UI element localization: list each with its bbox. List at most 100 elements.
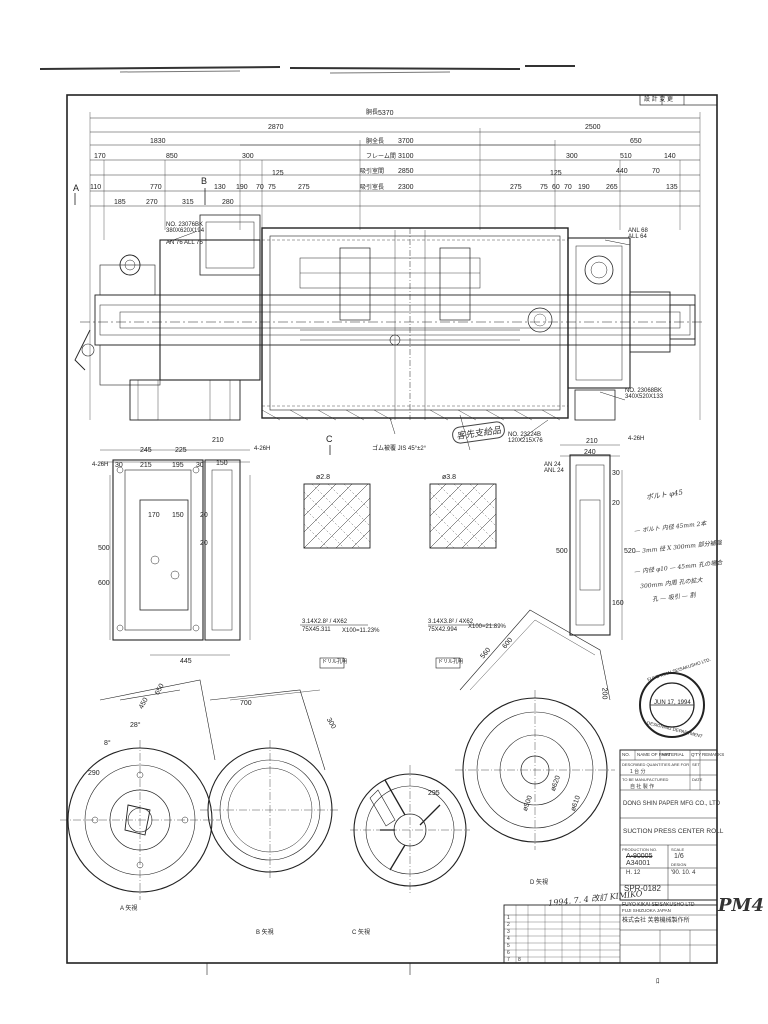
dim-275a: 275 xyxy=(298,184,310,191)
tb-col-remarks: REMARKS xyxy=(702,752,725,757)
tb-scale-label: SCALE xyxy=(671,847,685,852)
side-view-left xyxy=(100,449,251,656)
side-r-20: 20 xyxy=(612,500,620,507)
tb-row1b: 1 台 分 xyxy=(630,769,646,775)
dim-2850: 2850 xyxy=(398,168,414,175)
tb-col-material: MATERIAL xyxy=(662,752,685,757)
end-dim-700: 700 xyxy=(240,700,252,707)
side-r-500: 500 xyxy=(556,548,568,555)
tb-row2b: 自 社 製 作 xyxy=(630,784,655,790)
tb-row2-date: DATE xyxy=(692,777,703,782)
tb-production-no: A-90005 xyxy=(626,853,653,860)
end-dim-8: 8° xyxy=(104,740,111,747)
end-dim-295: 295 xyxy=(428,790,440,797)
dim-140: 140 xyxy=(664,153,676,160)
tb-company-jp: 株式会社 芙蓉機械製作所 xyxy=(622,918,690,924)
dim-row-label-1: 胴長 xyxy=(366,110,379,116)
revision-label: 設 計 変 更 xyxy=(644,97,674,103)
hole-note-1: ø2.8 xyxy=(316,474,331,481)
side-view-right xyxy=(560,444,623,640)
hole-calc-2: 3.14X3.8² / 4X62 75X42.994 xyxy=(428,619,474,633)
end-view-label-d: D 矢視 xyxy=(530,880,549,886)
paint-annotation: ゴム被覆 JIS 45°±2° xyxy=(372,446,427,452)
dim-75b: 75 xyxy=(540,184,548,191)
tb-drawing-no: SPR-0182 xyxy=(624,884,661,893)
rev-row-8: 8 xyxy=(518,957,521,963)
bearing-right-label: NO. 23068BK 340X520X133 xyxy=(625,388,664,400)
perforation-pattern-1 xyxy=(303,483,371,549)
bearing-left-label: NO. 23076BK 380X620X194 xyxy=(166,222,205,234)
end-view-label-b: B 矢視 xyxy=(256,930,274,936)
dim-440: 440 xyxy=(616,168,628,175)
tb-date-label: DESIGN xyxy=(671,862,687,867)
dim-125b: 125 xyxy=(550,170,562,177)
tb-row2: TO BE MANUFACTURED xyxy=(622,777,669,782)
hole-tag-1: ドリル孔明 xyxy=(322,659,348,665)
perforation-pattern-2 xyxy=(429,483,497,549)
dim-row-label-3: フレーム間 xyxy=(366,154,396,160)
side-dim-215: 215 xyxy=(140,462,152,469)
mid-dim-150: 150 xyxy=(216,460,228,467)
dim-2300: 2300 xyxy=(398,184,414,191)
side-dim-600: 600 xyxy=(98,580,110,587)
section-marker-a: A xyxy=(73,183,80,193)
dim-70c: 70 xyxy=(564,184,572,191)
tb-row1: DESCRIBED QUANTITIES ARE FOR xyxy=(622,762,690,767)
tb-customer: DONG SHIN PAPER MFG CO., LTD xyxy=(623,801,721,807)
hole-calc-1-result: X100=11.23% xyxy=(342,628,380,634)
side-dim-20a: 20 xyxy=(200,512,208,519)
tb-production-no-2: A34001 xyxy=(626,860,651,867)
bearing-mid-label: NO. 23224B 120X215X76 xyxy=(508,432,543,444)
company-stamp xyxy=(639,672,705,738)
dim-315: 315 xyxy=(182,199,194,206)
drawing-frame xyxy=(66,94,718,964)
dim-300b: 300 xyxy=(566,153,578,160)
end-view-a xyxy=(60,679,220,900)
dim-125a: 125 xyxy=(272,170,284,177)
tb-date: '90. 10. 4 xyxy=(671,870,696,876)
dim-275b: 275 xyxy=(510,184,522,191)
dim-650: 650 xyxy=(630,138,642,145)
rev-row-4: 4 xyxy=(507,936,510,942)
section-marker-c: C xyxy=(326,434,333,444)
section-marker-b: B xyxy=(201,176,208,186)
side-dim-245: 245 xyxy=(140,447,152,454)
tb-col-qty: Q'TY xyxy=(691,752,702,757)
dim-2870: 2870 xyxy=(268,124,284,131)
side-dim-445: 445 xyxy=(180,658,192,665)
side-dim-30b: 30 xyxy=(196,462,204,469)
dim-1830: 1830 xyxy=(150,138,166,145)
rev-row-2: 2 xyxy=(507,922,510,928)
dim-70b: 70 xyxy=(256,184,264,191)
calc-boxes xyxy=(300,624,496,669)
end-dim-28: 28° xyxy=(130,722,141,729)
hole-note-2: ø3.8 xyxy=(442,474,457,481)
title-block xyxy=(503,749,718,964)
dimension-lines-top xyxy=(89,112,701,420)
dim-270: 270 xyxy=(146,199,158,206)
dim-60: 60 xyxy=(552,184,560,191)
roll-assembly xyxy=(74,188,705,455)
side-r-30: 30 xyxy=(612,470,620,477)
tb-col-no: NO. xyxy=(622,752,631,757)
tb-title: SUCTION PRESS CENTER ROLL xyxy=(623,828,724,835)
tb-col-name: NAME OF PART xyxy=(637,752,671,757)
dim-110: 110 xyxy=(90,184,102,191)
mid-dim-hole: 4-26H xyxy=(254,446,271,452)
dim-850: 850 xyxy=(166,153,178,160)
dim-510: 510 xyxy=(620,153,632,160)
tb-scale: 1/6 xyxy=(674,853,684,860)
dim-2500: 2500 xyxy=(585,124,601,131)
dim-185: 185 xyxy=(114,199,126,206)
rev-row-7: 7 xyxy=(507,957,510,963)
dim-row-label-4: 吸引室間 xyxy=(360,169,385,175)
dim-70a: 70 xyxy=(652,168,660,175)
tb-company-city: FUJI SHIZUOKA JAPAN xyxy=(622,908,671,913)
end-view-label-c: C 矢視 xyxy=(352,930,371,936)
mid-dim-210: 210 xyxy=(212,437,224,444)
dim-770: 770 xyxy=(150,184,162,191)
hole-calc-2-result: X100=21.89% xyxy=(468,624,506,630)
side-dim-170: 170 xyxy=(148,512,160,519)
side-dim-150: 150 xyxy=(172,512,184,519)
